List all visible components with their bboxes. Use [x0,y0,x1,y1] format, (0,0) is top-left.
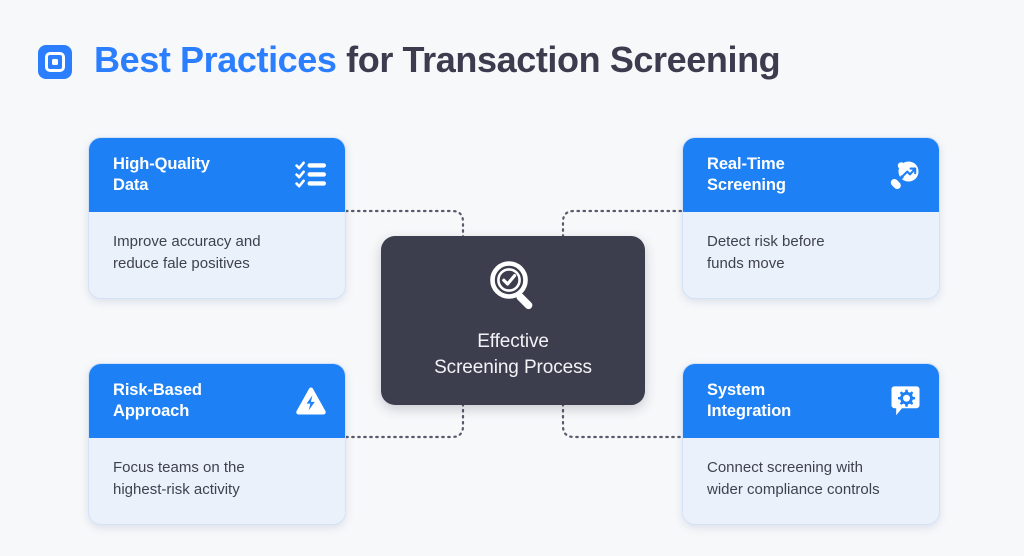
card-header: Risk-Based Approach [89,364,345,439]
page-title-accent: Best Practices [94,39,337,80]
speech-bubble-gear-icon [888,384,922,418]
warning-triangle-bolt-icon [294,384,328,418]
page-title-rest: for Transaction Screening [336,39,781,80]
connector-bottom-right [561,402,683,439]
magnifier-trend-arrow-icon [888,158,922,192]
card-title: Risk-Based Approach [113,381,202,421]
connector-top-left [344,209,465,239]
card-body-text: Focus teams on the highest-risk activity [89,438,345,524]
card-body-text: Detect risk before funds move [683,212,939,298]
card-real-time-screening[interactable]: Real-Time Screening Detect risk before f… [682,137,940,299]
magnifier-check-icon [484,257,542,315]
card-header: Real-Time Screening [683,138,939,213]
card-risk-based-approach[interactable]: Risk-Based Approach Focus teams on the h… [88,363,346,525]
card-title: System Integration [707,381,792,421]
card-body-text: Improve accuracy and reduce fale positiv… [89,212,345,298]
card-high-quality-data[interactable]: High-Quality Data Improve accuracy an [88,137,346,299]
page-header: Best Practices for Transaction Screening [38,39,781,80]
card-header: High-Quality Data [89,138,345,213]
connector-top-right [561,209,683,239]
card-header: System Integration [683,364,939,439]
card-system-integration[interactable]: System Integration Connect screening wit… [682,363,940,525]
logo-middle-square [45,51,65,72]
connector-bottom-left [344,402,465,439]
card-body-text: Connect screening with wider compliance … [683,438,939,524]
page-title: Best Practices for Transaction Screening [94,39,781,80]
checklist-icon [294,158,328,192]
hub-label: Effective Screening Process [434,331,592,378]
center-hub[interactable]: Effective Screening Process [381,236,645,405]
card-title: High-Quality Data [113,155,210,195]
square-in-square-logo-icon [38,44,72,79]
logo-inner-square [52,58,58,65]
card-title: Real-Time Screening [707,155,786,195]
